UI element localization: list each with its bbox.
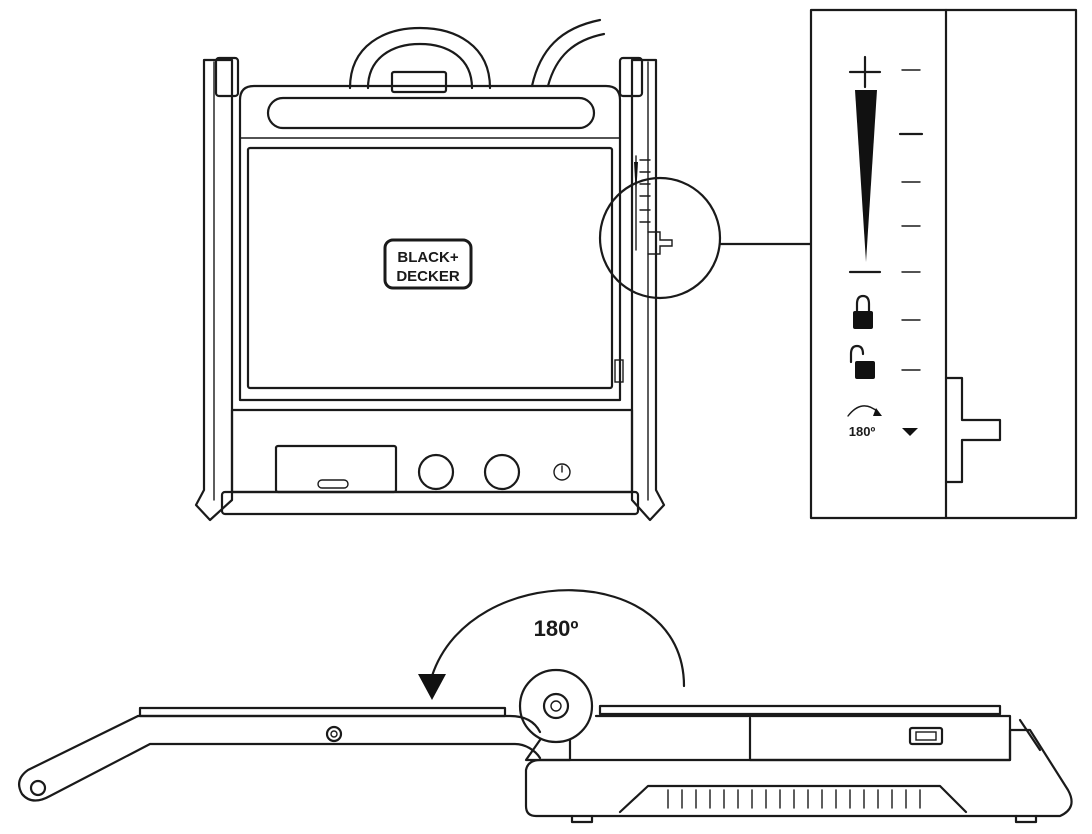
lock-icon [853, 294, 873, 329]
unlock-icon [849, 344, 875, 379]
lid-handle [266, 96, 596, 130]
left-arm [194, 58, 234, 522]
zoom-circle [598, 176, 722, 300]
power-cord [530, 18, 602, 88]
rear-handle [348, 26, 492, 90]
right-arm [630, 58, 666, 522]
mini-scale [634, 155, 673, 255]
side-tab [908, 726, 944, 746]
rotation-label: 180º [534, 616, 579, 641]
lower-plate [598, 704, 1002, 716]
vent-frame [618, 784, 968, 814]
power-icon [553, 463, 571, 481]
rotation-arrow [430, 589, 686, 688]
control-panel [274, 444, 398, 494]
brand-logo: BLACK+ DECKER [383, 238, 473, 290]
front-bar [220, 490, 640, 516]
rotate-180-icon: 180º [847, 405, 882, 439]
brand-line1: BLACK+ [397, 249, 458, 266]
grill-side-view: 180º [17, 589, 1073, 824]
level-wedge [855, 90, 877, 262]
grill-plate [246, 146, 614, 390]
grill-base [230, 408, 634, 494]
scale-ticks [898, 69, 924, 436]
scale-inset: 180º [809, 8, 1078, 520]
vent-slots [667, 789, 921, 809]
grill-front-view: BLACK+ DECKER [194, 18, 812, 522]
right-knob [483, 453, 521, 491]
inset-rotation-label: 180º [849, 424, 876, 439]
lid-screw [325, 725, 343, 743]
hinge [518, 668, 594, 744]
brand-line2: DECKER [396, 268, 460, 285]
left-knob [417, 453, 455, 491]
plus-icon [848, 55, 882, 89]
upper-lid [238, 84, 622, 402]
grill-body [524, 728, 1073, 818]
slider-knob [944, 376, 1002, 484]
opened-lid [138, 706, 507, 718]
